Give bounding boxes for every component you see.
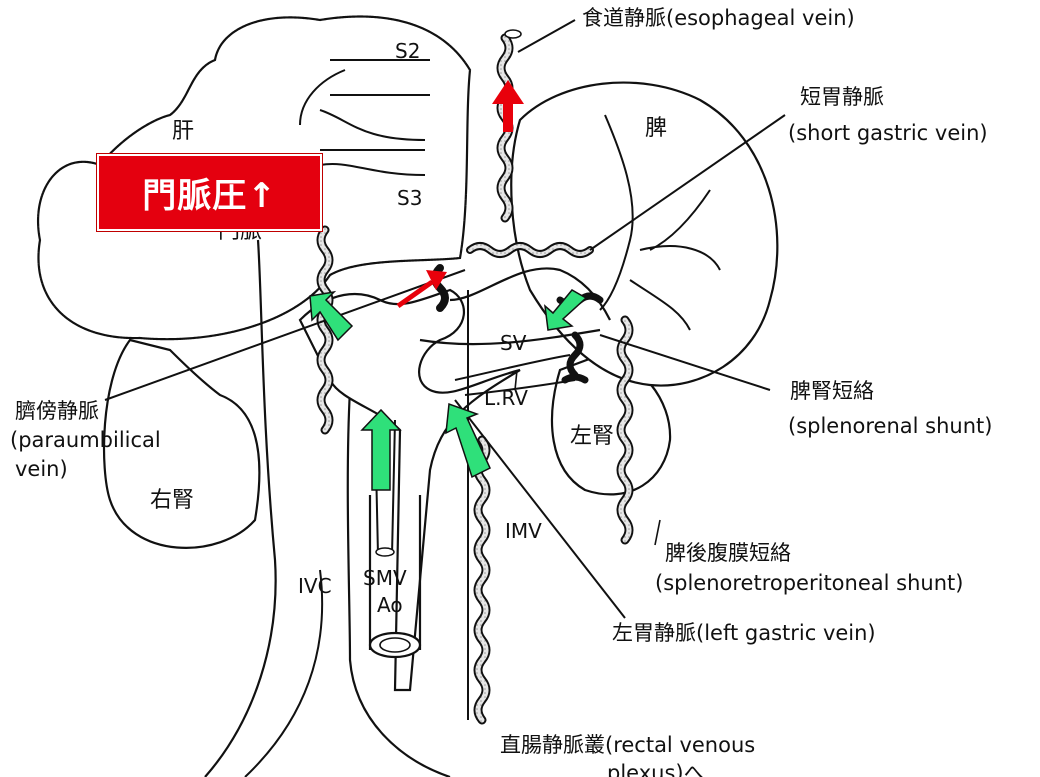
splenorenal-en-label: (splenorenal shunt) bbox=[788, 414, 992, 438]
rectal-line2-label: plexus)へ bbox=[607, 761, 705, 777]
aorta-label: Ao bbox=[377, 593, 403, 617]
segment-s2-label: S2 bbox=[395, 39, 420, 63]
splenoretro-jp-label: 脾後腹膜短絡 bbox=[665, 541, 791, 565]
right-kidney-label: 右腎 bbox=[150, 488, 194, 513]
paraumbilical-en2-label: vein) bbox=[15, 457, 68, 481]
short-gastric-jp-label: 短胃静脈 bbox=[800, 85, 884, 109]
sv-label: SV bbox=[500, 331, 527, 355]
paraumbilical-en1-label: (paraumbilical bbox=[10, 428, 161, 452]
leader-esophageal bbox=[518, 20, 575, 52]
imv-label: IMV bbox=[505, 519, 542, 543]
left-gastric-label: 左胃静脈(left gastric vein) bbox=[612, 621, 876, 645]
portal-pressure-callout: 門脈圧↑ bbox=[97, 154, 322, 231]
esophageal-vein-label: 食道静脈(esophageal vein) bbox=[582, 6, 855, 30]
left-kidney-label: 左腎 bbox=[570, 424, 614, 449]
short-gastric-en-label: (short gastric vein) bbox=[788, 121, 988, 145]
spleen-label: 脾 bbox=[645, 116, 667, 141]
splenorenal-jp-label: 脾腎短絡 bbox=[790, 379, 874, 403]
lrv-label: L.RV bbox=[484, 386, 528, 410]
rectal-line1-label: 直腸静脈叢(rectal venous bbox=[500, 733, 755, 757]
liver-label: 肝 bbox=[172, 119, 194, 144]
smv-label: SMV bbox=[363, 566, 407, 590]
paraumbilical-jp-label: 臍傍静脈 bbox=[15, 399, 99, 423]
leader-splenoretro bbox=[655, 520, 660, 545]
ivc-left-wall bbox=[245, 570, 322, 777]
splenoretro-en-label: (splenoretroperitoneal shunt) bbox=[655, 571, 963, 595]
segment-s3-label: S3 bbox=[397, 186, 422, 210]
ivc-label: IVC bbox=[298, 574, 332, 598]
